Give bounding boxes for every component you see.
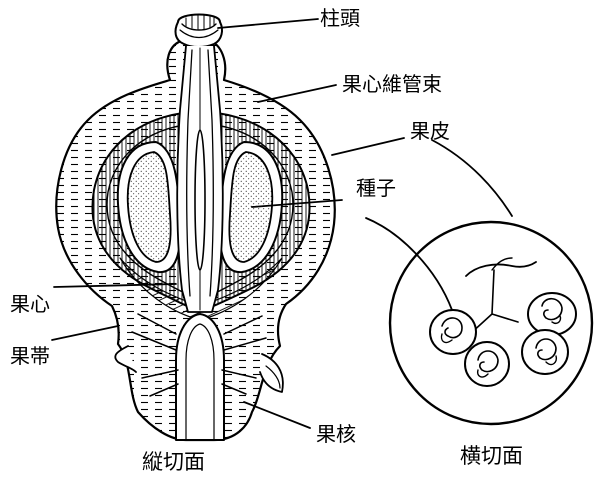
leader-stone — [244, 402, 310, 428]
seed-chamber-2 — [528, 293, 576, 335]
leader-carpel-bundle — [258, 85, 336, 102]
label-core: 果心 — [10, 294, 50, 314]
label-stone: 果核 — [316, 424, 356, 444]
stalk-channel — [176, 314, 224, 440]
seed-chamber-4 — [522, 330, 568, 374]
label-stigma: 柱頭 — [320, 8, 360, 28]
leader-stigma — [218, 19, 318, 28]
leader-pericarp-transverse — [432, 140, 512, 216]
transverse-section — [390, 222, 592, 424]
label-carpel-bundle: 果心維管束 — [342, 74, 442, 94]
seed-chamber-3 — [465, 342, 509, 386]
leader-receptacle — [52, 326, 118, 340]
seed-chamber-1 — [430, 310, 476, 354]
leader-pericarp — [332, 138, 404, 155]
label-pericarp: 果皮 — [410, 121, 450, 141]
label-seed: 種子 — [356, 178, 396, 198]
caption-transverse: 横切面 — [460, 446, 523, 467]
caption-longitudinal: 縦切面 — [142, 452, 205, 473]
longitudinal-section — [56, 15, 334, 441]
stigma-knob — [176, 15, 222, 48]
central-slit — [195, 130, 205, 270]
label-receptacle: 果帯 — [10, 346, 50, 366]
